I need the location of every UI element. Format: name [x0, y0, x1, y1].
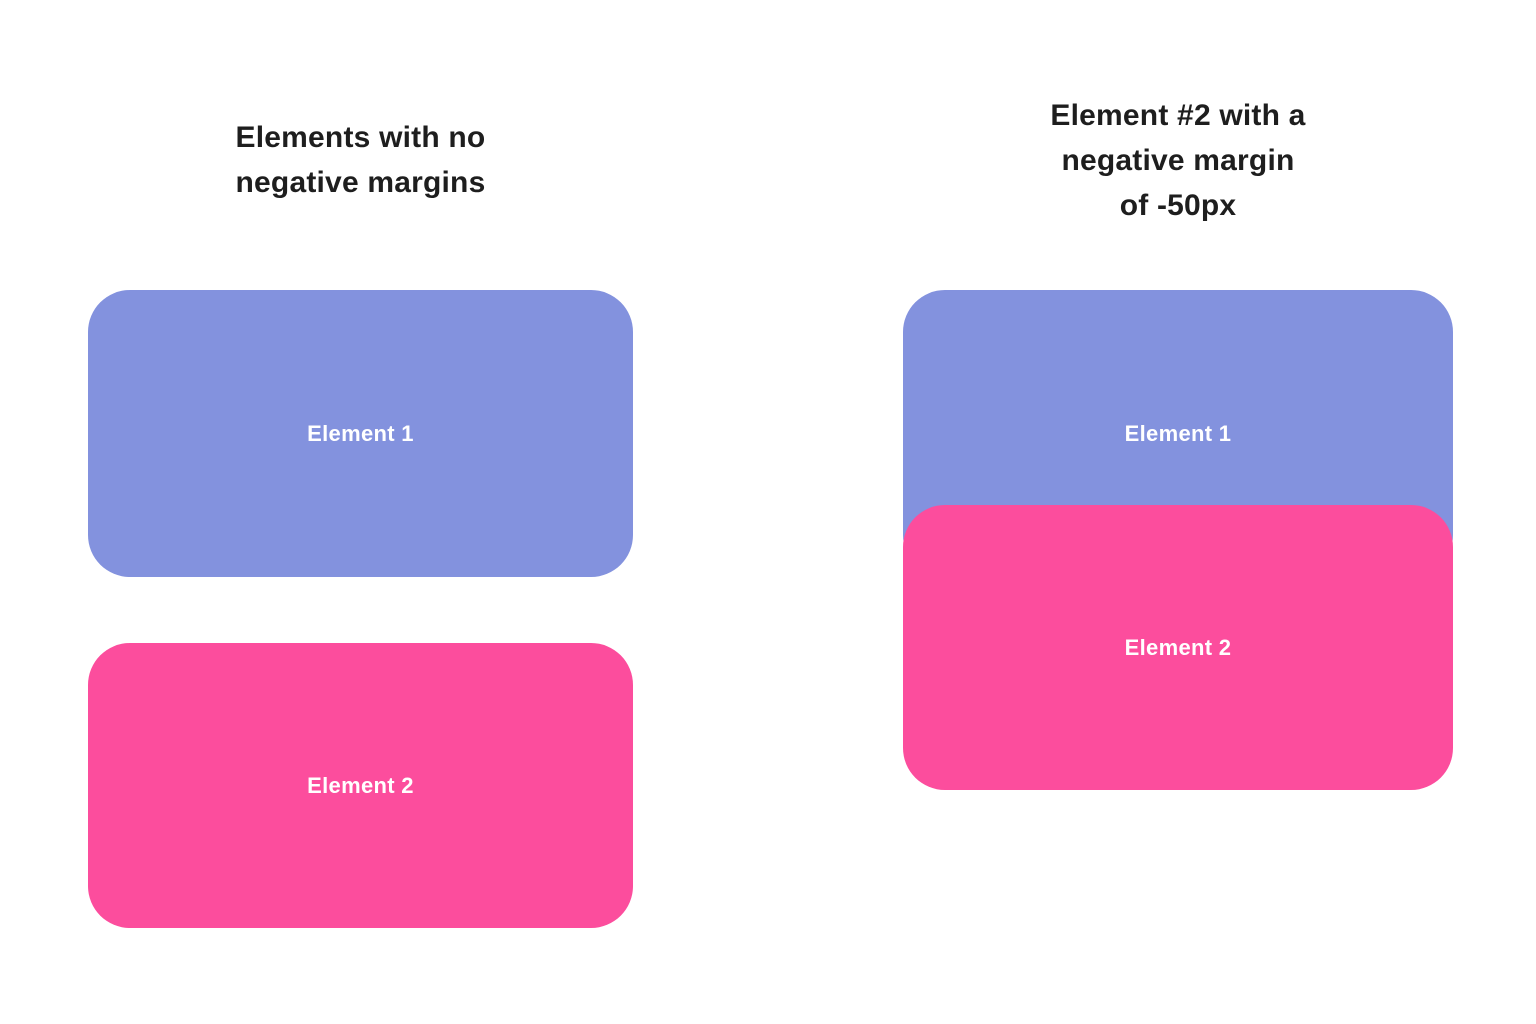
- left-panel-title: Elements with no negative margins: [235, 121, 486, 199]
- right-element1-label: Element 1: [1124, 420, 1232, 446]
- negative-margin-panel: Element #2 with a negative margin of -50…: [903, 0, 1453, 1024]
- left-element1-box: Element 1: [88, 290, 633, 577]
- right-panel-title: Element #2 with a negative margin of -50…: [1050, 99, 1306, 222]
- left-element1-label: Element 1: [307, 420, 414, 446]
- right-element2-box-overlapping: Element 2: [903, 505, 1453, 790]
- left-element2-label: Element 2: [307, 772, 414, 798]
- no-negative-margin-panel: Elements with no negative margins Elemen…: [88, 0, 633, 1024]
- right-element2-label: Element 2: [1124, 634, 1232, 660]
- left-element2-box: Element 2: [88, 643, 633, 928]
